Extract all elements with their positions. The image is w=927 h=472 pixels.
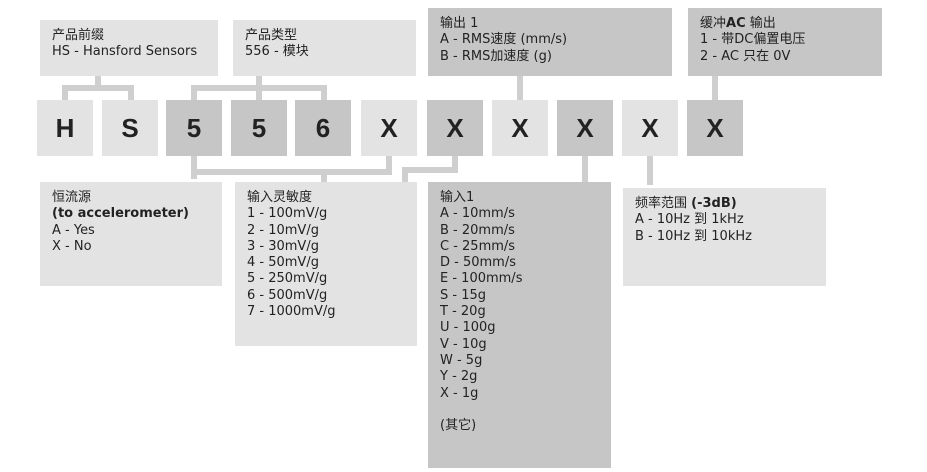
code-cell-1: H [37, 100, 93, 156]
prefix-title: 产品前缀 [52, 28, 105, 43]
connector-type [191, 73, 327, 103]
code-cell-3: 5 [166, 100, 222, 156]
input1-option-s: S - 15g [440, 287, 487, 303]
input1-option-c: C - 25mm/s [440, 238, 516, 254]
output-box: 输出 1 A - RMS速度 (mm/s) B - RMS加速度 (g) [428, 8, 672, 76]
frequency-option-a: A - 10Hz 到 1kHz [635, 212, 744, 228]
input1-option-x: X - 1g [440, 385, 479, 401]
code-cell-7: X [427, 100, 483, 156]
constant-current-box: 恒流源 (to accelerometer) A - Yes X - No [40, 182, 222, 286]
buffer-option-1: 1 - 带DC偏置电压 [700, 32, 806, 48]
buffer-title: 缓冲AC 输出 [700, 16, 776, 31]
code-cell-5: 6 [295, 100, 351, 156]
code-cell-9: X [557, 100, 613, 156]
connector-input1 [402, 153, 458, 185]
type-title: 产品类型 [245, 28, 298, 43]
type-value: 556 - 模块 [245, 44, 309, 60]
sensitivity-option-5: 5 - 250mV/g [247, 271, 328, 287]
constant-current-subtitle: (to accelerometer) [52, 206, 189, 222]
input1-option-b: B - 20mm/s [440, 222, 515, 238]
output-title: 输出 1 [440, 16, 479, 31]
sensitivity-option-7: 7 - 1000mV/g [247, 304, 336, 320]
connector-sensitivity [191, 153, 392, 185]
output-option-b: B - RMS加速度 (g) [440, 48, 552, 64]
input1-option-u: U - 100g [440, 320, 496, 336]
buffer-box: 缓冲AC 输出 1 - 带DC偏置电压 2 - AC 只在 0V [688, 8, 882, 76]
code-cell-4: 5 [231, 100, 287, 156]
input1-option-w: W - 5g [440, 352, 483, 368]
connector-prefix [62, 73, 134, 103]
output-option-a: A - RMS速度 (mm/s) [440, 32, 568, 48]
code-cell-2: S [102, 100, 158, 156]
code-cell-10: X [622, 100, 678, 156]
code-cell-6: X [361, 100, 417, 156]
prefix-box: 产品前缀 HS - Hansford Sensors [40, 20, 218, 76]
constant-current-option-x: X - No [52, 238, 92, 254]
input1-option-y: Y - 2g [440, 369, 478, 385]
sensitivity-option-3: 3 - 30mV/g [247, 238, 319, 254]
constant-current-title: 恒流源 [52, 190, 92, 205]
frequency-option-b: B - 10Hz 到 10kHz [635, 228, 752, 244]
sensitivity-box: 输入灵敏度 1 - 100mV/g 2 - 10mV/g 3 - 30mV/g … [235, 182, 417, 346]
constant-current-option-a: A - Yes [52, 222, 95, 238]
input1-footer: (其它) [440, 417, 477, 433]
sensitivity-option-6: 6 - 500mV/g [247, 287, 328, 303]
type-box: 产品类型 556 - 模块 [233, 20, 416, 76]
frequency-title: 频率范围 (-3dB) [635, 196, 737, 211]
input1-option-t: T - 20g [440, 304, 486, 320]
code-cell-11: X [687, 100, 743, 156]
input1-title: 输入1 [440, 190, 475, 205]
sensitivity-title: 输入灵敏度 [247, 190, 313, 205]
input1-option-e: E - 100mm/s [440, 271, 523, 287]
sensitivity-option-2: 2 - 10mV/g [247, 222, 319, 238]
input1-box: 输入1 A - 10mm/s B - 20mm/s C - 25mm/s D -… [428, 182, 611, 468]
sensitivity-option-1: 1 - 100mV/g [247, 206, 328, 222]
buffer-option-2: 2 - AC 只在 0V [700, 48, 791, 64]
input1-option-a: A - 10mm/s [440, 206, 515, 222]
input1-option-v: V - 10g [440, 336, 487, 352]
code-cell-8: X [492, 100, 548, 156]
input1-option-d: D - 50mm/s [440, 255, 516, 271]
prefix-value: HS - Hansford Sensors [52, 44, 198, 60]
sensitivity-option-4: 4 - 50mV/g [247, 255, 319, 271]
frequency-box: 频率范围 (-3dB) A - 10Hz 到 1kHz B - 10Hz 到 1… [623, 188, 826, 286]
